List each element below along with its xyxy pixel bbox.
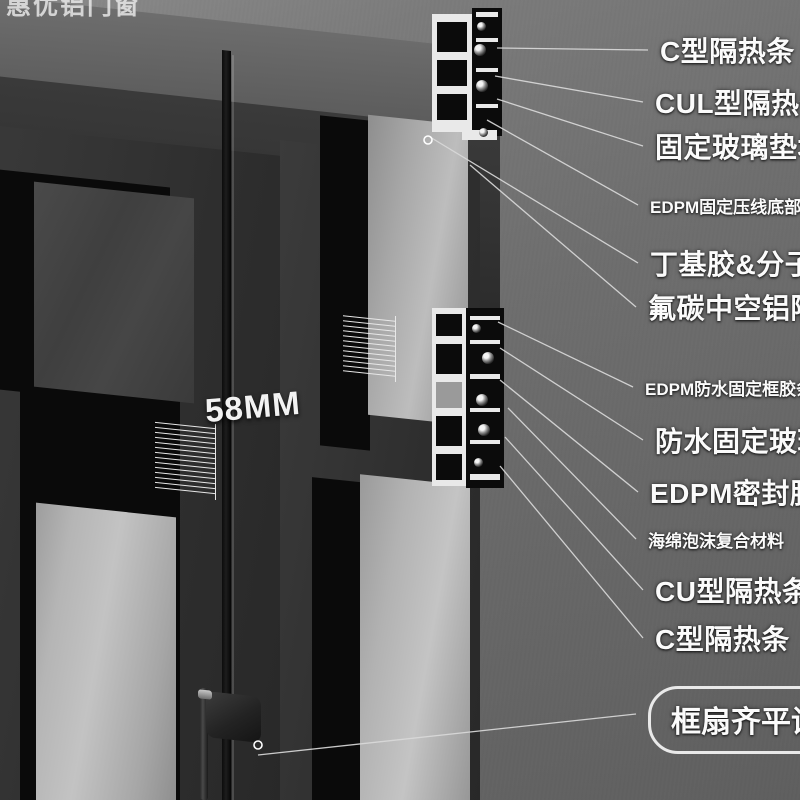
dimension-comb-lower	[155, 421, 215, 498]
callout-c-thermal-break-2: C型隔热条	[655, 624, 790, 655]
glass-pane-upper-left	[34, 181, 194, 404]
dimension-comb-lower-rule	[215, 424, 216, 500]
callout-butyl-molecular-sieve: 丁基胶&分子筛	[650, 249, 800, 280]
frame-reveal-lower-right	[312, 477, 367, 800]
callout-fixed-glass-pad: 固定玻璃垫块	[655, 132, 800, 163]
glass-pane-lower-right	[360, 474, 470, 800]
callout-flush-frame-sash: 框扇齐平设计	[648, 686, 800, 754]
profile-cross-section-top	[432, 8, 502, 140]
callout-edpm-bead-base: EDPM固定压线底部胶条	[650, 198, 800, 217]
callout-c-thermal-break: C型隔热条	[660, 36, 795, 67]
door-handle-grip[interactable]	[206, 691, 261, 743]
watermark-text: 惠优铝门窗	[6, 0, 142, 20]
door-handle-cap	[198, 689, 212, 700]
frame-reveal-upper-right	[320, 115, 370, 451]
callout-edpm-waterproof-frame: EDPM防水固定框胶条	[645, 380, 800, 399]
dimension-comb-upper	[343, 315, 395, 380]
callout-edpm-seal-strip: EDPM密封胶条	[650, 478, 800, 509]
profile-cross-section-middle	[432, 308, 506, 488]
callout-cul-thermal-break: CUL型隔热条	[655, 88, 800, 119]
callout-fluorocarbon-spacer: 氟碳中空铝隔条	[648, 293, 800, 324]
glass-pane-lower-left	[36, 502, 176, 800]
callout-cu-thermal-break: CU型隔热条	[655, 576, 800, 607]
dimension-comb-upper-rule	[395, 316, 396, 382]
callout-waterproof-glass-bead: 防水固定玻璃压线	[655, 426, 800, 457]
callout-sponge-foam-composite: 海绵泡沫复合材料	[648, 532, 784, 551]
